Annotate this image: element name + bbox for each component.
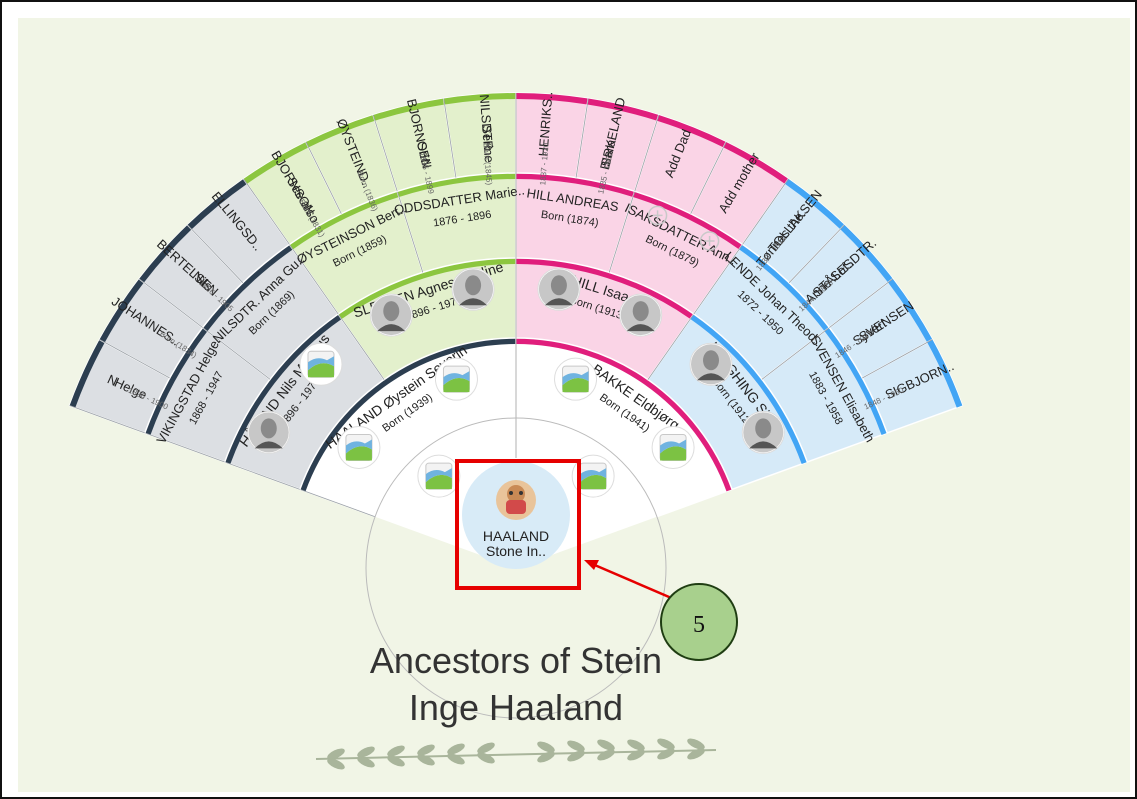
ancestor-photos bbox=[247, 205, 785, 498]
ancestor-segment-border bbox=[515, 338, 733, 492]
photo-placeholder-icon bbox=[571, 454, 615, 498]
photo-placeholder-icon bbox=[299, 342, 343, 386]
ancestor-given-gen4: Odd bbox=[414, 139, 434, 166]
ancestor-segment-border bbox=[397, 173, 517, 198]
ancestor-rings bbox=[68, 92, 964, 719]
ancestor-date-gen4: Born (1845) bbox=[481, 143, 493, 186]
segment-divider bbox=[138, 278, 203, 328]
ancestor-segment-border bbox=[289, 191, 400, 250]
ancestor-segment-border bbox=[515, 173, 635, 198]
ancestor-segment-border bbox=[144, 327, 208, 435]
ancestor-segment-border bbox=[739, 244, 830, 332]
segment-divider bbox=[634, 114, 660, 192]
ancestor-given-gen4: Sara bbox=[598, 137, 619, 168]
segment-divider bbox=[443, 98, 457, 178]
segment-divider bbox=[575, 98, 589, 178]
photo-placeholder-icon bbox=[417, 454, 461, 498]
photo-placeholder-icon bbox=[651, 425, 695, 469]
segment-divider bbox=[647, 313, 695, 380]
root-surname: HAALAND bbox=[483, 528, 549, 544]
ancestor-segment-border bbox=[224, 314, 342, 465]
ancestor-segment-border bbox=[202, 244, 293, 332]
callout-number: 5 bbox=[693, 612, 705, 638]
ancestor-segment-border bbox=[690, 314, 808, 465]
segment-divider bbox=[690, 141, 727, 214]
ancestor-given-gen4: Serine bbox=[479, 125, 497, 164]
segment-divider bbox=[243, 178, 290, 245]
ancestor-segment-border bbox=[338, 258, 517, 319]
segment-divider bbox=[305, 141, 342, 214]
ancestor-surname-gen4: NILSDTR. bbox=[477, 94, 496, 154]
portrait-photo bbox=[741, 410, 785, 454]
ancestor-segment-border bbox=[515, 258, 694, 319]
ancestor-segment-border bbox=[824, 327, 888, 435]
portrait-photo bbox=[537, 267, 581, 311]
highlight-box bbox=[455, 459, 581, 590]
chart-title-line-2: Inge Haaland bbox=[409, 687, 623, 728]
photo-placeholder-icon bbox=[554, 357, 598, 401]
ancestor-segment-border bbox=[632, 191, 743, 250]
photo-placeholder-icon bbox=[337, 425, 381, 469]
laurel-decoration bbox=[315, 738, 717, 770]
portrait-photo bbox=[247, 410, 291, 454]
root-person[interactable]: HAALAND Stone In.. bbox=[462, 461, 570, 569]
ancestor-date-gen4: 1837 - 1920 bbox=[538, 142, 550, 186]
root-person-photo bbox=[496, 480, 536, 520]
segment-divider bbox=[224, 461, 301, 490]
segment-divider bbox=[299, 488, 376, 518]
ancestor-segment-border bbox=[299, 338, 517, 492]
chart-title-line-1: Ancestors of Stein bbox=[370, 640, 662, 681]
callout-circle bbox=[660, 583, 738, 661]
segment-divider bbox=[69, 405, 145, 434]
segment-divider bbox=[761, 327, 830, 380]
segment-divider bbox=[144, 432, 225, 463]
segment-divider bbox=[693, 244, 743, 315]
segment-divider bbox=[788, 224, 845, 283]
add-parent-icon[interactable] bbox=[699, 231, 720, 251]
segment-divider bbox=[862, 339, 933, 379]
segment-divider bbox=[396, 191, 424, 273]
segment-divider bbox=[372, 114, 398, 192]
portrait-photo bbox=[619, 293, 663, 337]
add-parent-icon[interactable] bbox=[647, 205, 668, 226]
portrait-photo bbox=[369, 293, 413, 337]
portrait-photo bbox=[451, 267, 495, 311]
segment-divider bbox=[829, 278, 894, 328]
segment-divider bbox=[99, 339, 170, 379]
segment-divider bbox=[187, 224, 244, 283]
ancestor-surname-gen4: HENRIKS.. bbox=[536, 91, 556, 157]
inner-ring bbox=[365, 417, 667, 719]
root-given-name: Stone In.. bbox=[486, 543, 546, 559]
photo-placeholder-icon bbox=[434, 357, 478, 401]
segment-divider bbox=[289, 244, 339, 315]
callout-arrow-head bbox=[584, 560, 599, 570]
portrait-photo bbox=[689, 342, 733, 386]
segment-divider bbox=[742, 178, 789, 245]
segment-divider bbox=[202, 327, 271, 380]
segment-divider bbox=[608, 191, 636, 273]
segment-divider bbox=[337, 313, 385, 380]
